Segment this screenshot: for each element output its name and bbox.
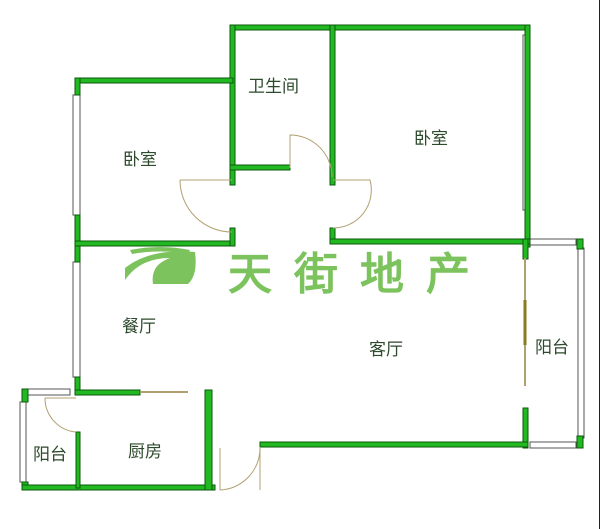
- room-label-bathroom: 卫生间: [248, 77, 299, 97]
- watermark-logo-icon: [125, 247, 196, 284]
- room-label-kitchen: 厨房: [128, 442, 162, 462]
- room-label-bedroom-right: 卧室: [414, 129, 448, 149]
- room-label-balcony-left: 阳台: [33, 445, 67, 465]
- walls: [21, 24, 584, 491]
- door-bedroom-left: [179, 179, 233, 233]
- window-balcony-left: [19, 401, 27, 483]
- door-bathroom: [289, 134, 333, 178]
- window-balcony-right-top: [529, 238, 577, 246]
- window-dining: [72, 261, 81, 378]
- window-balcony-right-bottom: [529, 441, 577, 449]
- door-bedroom-right: [332, 179, 372, 229]
- room-label-living: 客厅: [369, 340, 403, 360]
- window-bedroom-left: [72, 94, 81, 216]
- doors: [44, 134, 527, 491]
- door-entrance: [219, 447, 261, 491]
- room-label-balcony-right: 阳台: [535, 338, 569, 358]
- room-label-bedroom-left: 卧室: [123, 150, 157, 170]
- room-label-dining: 餐厅: [122, 317, 156, 337]
- watermark-text: 天街地产: [228, 249, 492, 300]
- door-balcony-left: [44, 397, 77, 433]
- window-balcony-right: [577, 247, 585, 439]
- window-balcony-left-top: [27, 388, 71, 396]
